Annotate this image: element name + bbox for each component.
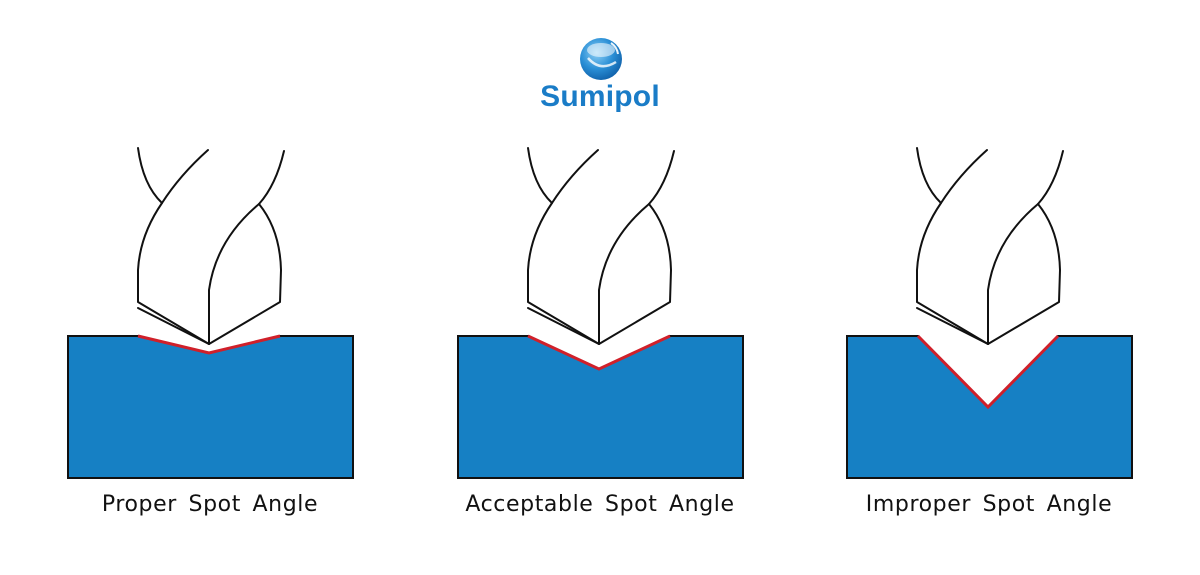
caption-acceptable: Acceptable Spot Angle <box>465 492 735 517</box>
spot-angle-outline <box>916 334 1060 410</box>
panel-improper <box>846 147 1133 479</box>
drill-bit <box>137 147 285 345</box>
logo-globe-icon <box>580 38 624 80</box>
workpiece-block <box>457 335 744 479</box>
spot-angle-outline <box>137 334 281 355</box>
caption-proper: Proper Spot Angle <box>101 492 319 517</box>
drill-bit <box>916 147 1064 345</box>
panel-proper <box>67 147 354 479</box>
spot-angle-outline <box>527 334 671 371</box>
workpiece-block <box>67 335 354 479</box>
caption-improper: Improper Spot Angle <box>865 492 1113 517</box>
panel-acceptable <box>457 147 744 479</box>
brand-logo-text: Sumipol <box>540 80 660 113</box>
drill-bit <box>527 147 675 345</box>
